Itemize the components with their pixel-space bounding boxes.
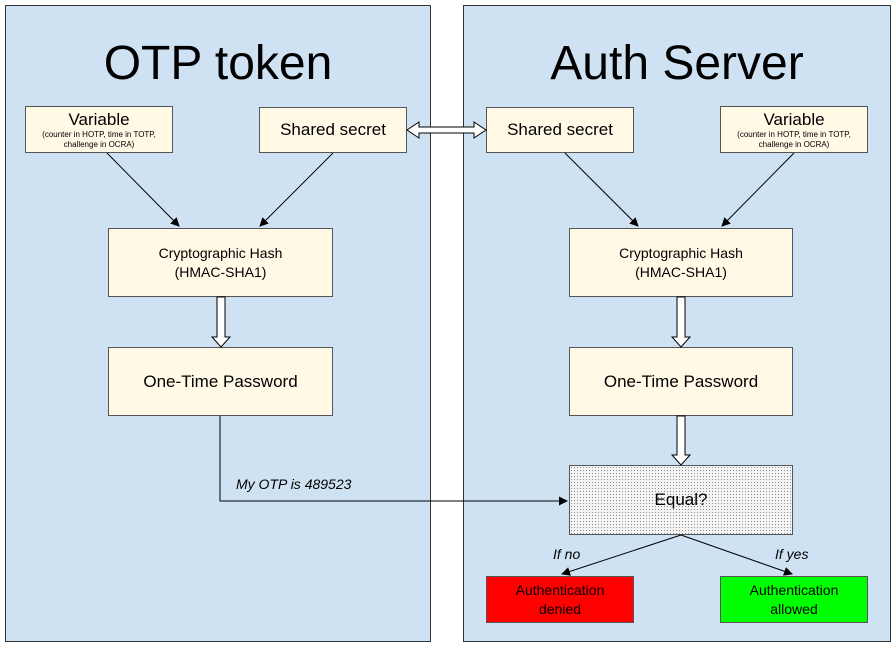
right-hash-line2: (HMAC-SHA1) [635, 263, 727, 280]
otp-token-title: OTP token [103, 37, 333, 90]
arrow-right-variable-to-hash [721, 152, 795, 227]
right-hash-box: Cryptographic Hash (HMAC-SHA1) [569, 228, 793, 297]
right-shared-secret-box: Shared secret [486, 107, 634, 153]
otp-message-arrow [219, 416, 568, 506]
left-hash-box: Cryptographic Hash (HMAC-SHA1) [108, 228, 333, 297]
auth-allowed-line2: allowed [770, 600, 818, 617]
left-variable-box: Variable (counter in HOTP, time in TOTP,… [25, 106, 173, 153]
arrow-left-variable-to-hash [106, 152, 180, 227]
right-otp-box: One-Time Password [569, 347, 793, 416]
block-arrow-otp-to-equal [670, 415, 692, 466]
right-hash-line1: Cryptographic Hash [619, 245, 743, 262]
left-variable-title: Variable [68, 109, 130, 129]
right-otp-label: One-Time Password [603, 371, 759, 391]
if-no-label: If no [553, 546, 581, 562]
shared-secret-sync-arrow [406, 121, 487, 139]
left-otp-label: One-Time Password [143, 371, 298, 391]
right-variable-title: Variable [763, 109, 825, 129]
arrow-equal-to-denied [561, 534, 682, 576]
equal-check-box: Equal? [569, 465, 793, 535]
right-variable-box: Variable (counter in HOTP, time in TOTP,… [720, 106, 868, 153]
if-yes-label: If yes [775, 546, 809, 562]
auth-denied-line2: denied [538, 600, 582, 617]
left-shared-secret-label: Shared secret [280, 120, 386, 139]
auth-denied-box: Authentication denied [486, 576, 634, 623]
left-variable-note: (counter in HOTP, time in TOTP, challeng… [42, 130, 156, 149]
right-shared-secret-label: Shared secret [507, 120, 613, 139]
right-variable-note: (counter in HOTP, time in TOTP, challeng… [737, 130, 851, 149]
left-hash-line1: Cryptographic Hash [158, 245, 283, 262]
arrow-right-secret-to-hash [564, 152, 639, 227]
block-arrow-left-hash-to-otp [210, 296, 232, 348]
left-shared-secret-box: Shared secret [259, 107, 407, 153]
left-hash-line2: (HMAC-SHA1) [174, 263, 267, 280]
auth-denied-line1: Authentication [515, 582, 605, 599]
auth-allowed-box: Authentication allowed [720, 576, 868, 623]
block-arrow-right-hash-to-otp [670, 296, 692, 348]
otp-message-label: My OTP is 489523 [236, 476, 352, 492]
arrow-equal-to-allowed [680, 534, 793, 576]
equal-check-label: Equal? [654, 490, 708, 509]
auth-server-title: Auth Server [550, 37, 804, 90]
arrow-left-secret-to-hash [259, 152, 334, 227]
left-otp-box: One-Time Password [108, 347, 333, 416]
auth-allowed-line1: Authentication [749, 582, 839, 599]
